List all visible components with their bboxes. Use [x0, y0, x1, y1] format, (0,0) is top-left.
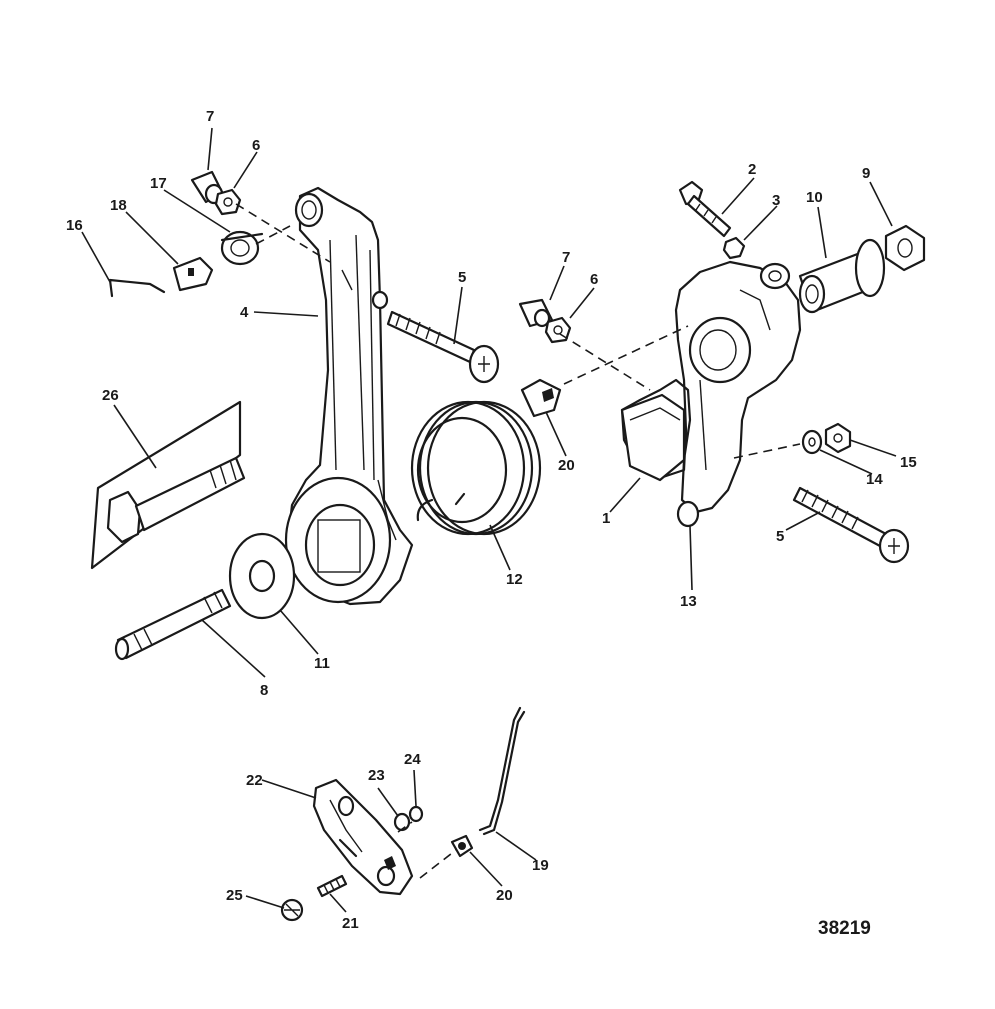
nut-part-9	[884, 224, 926, 272]
throttle-arm-part-4	[284, 186, 414, 606]
callout-23: 23	[368, 767, 385, 784]
stud-part-21	[316, 874, 348, 898]
callout-6-center: 6	[590, 271, 598, 288]
callout-7-center: 7	[562, 249, 570, 266]
callout-22: 22	[246, 772, 263, 789]
clip-part-18	[172, 256, 214, 292]
callout-18: 18	[110, 197, 127, 214]
bushing-part-10	[798, 238, 886, 314]
callout-14: 14	[866, 471, 883, 488]
callout-13: 13	[680, 593, 697, 610]
callout-9: 9	[862, 165, 870, 182]
callout-7-left: 7	[206, 108, 214, 125]
callout-16: 16	[66, 217, 83, 234]
callout-3: 3	[772, 192, 780, 209]
diagram-reference-number: 38219	[818, 918, 871, 939]
screw-part-25	[280, 898, 304, 922]
link-part-16	[108, 278, 166, 298]
callout-labels: 7 6 17 18 16 4 5 26 8 11 12 7 6 20 2 3 1…	[66, 108, 917, 932]
callout-19: 19	[532, 857, 549, 874]
callout-26: 26	[102, 387, 119, 404]
callout-12: 12	[506, 571, 523, 588]
ball-stud-part-20-lower	[450, 834, 474, 858]
callout-25: 25	[226, 887, 243, 904]
callout-17: 17	[150, 175, 167, 192]
nut-part-24	[408, 805, 424, 823]
washer-part-11	[228, 532, 296, 620]
assembly-lines	[235, 203, 801, 879]
nut-part-15	[824, 422, 852, 454]
nut-part-23	[393, 812, 411, 832]
bolt-kit-part-26	[90, 400, 246, 570]
rod-part-19	[478, 706, 526, 836]
screw-part-2	[678, 180, 732, 238]
callout-21: 21	[342, 915, 359, 932]
throttle-cam-part-1	[620, 260, 802, 528]
nut-part-3	[722, 236, 746, 260]
callout-5-left: 5	[458, 269, 466, 286]
spring-part-12	[410, 400, 542, 536]
callout-24: 24	[404, 751, 421, 768]
screw-part-5-left	[386, 310, 500, 384]
callout-6-left: 6	[252, 137, 260, 154]
bushing-part-17	[220, 230, 264, 266]
callout-10: 10	[806, 189, 823, 206]
callout-11: 11	[314, 655, 330, 672]
callout-5-right: 5	[776, 528, 784, 545]
callout-2: 2	[748, 161, 756, 178]
ball-stud-part-20-center	[520, 378, 562, 418]
callout-20-center: 20	[558, 457, 575, 474]
callout-4: 4	[240, 304, 249, 321]
washer-part-14	[801, 429, 823, 455]
nut-part-6-left	[214, 188, 242, 216]
callout-15: 15	[900, 454, 917, 471]
screw-part-5-right	[792, 486, 910, 564]
throttle-plate-part-22	[312, 778, 414, 896]
callout-8: 8	[260, 682, 268, 699]
leader-lines	[81, 127, 897, 913]
callout-1: 1	[602, 510, 610, 527]
pin-part-8	[114, 588, 232, 661]
callout-20-lower: 20	[496, 887, 513, 904]
